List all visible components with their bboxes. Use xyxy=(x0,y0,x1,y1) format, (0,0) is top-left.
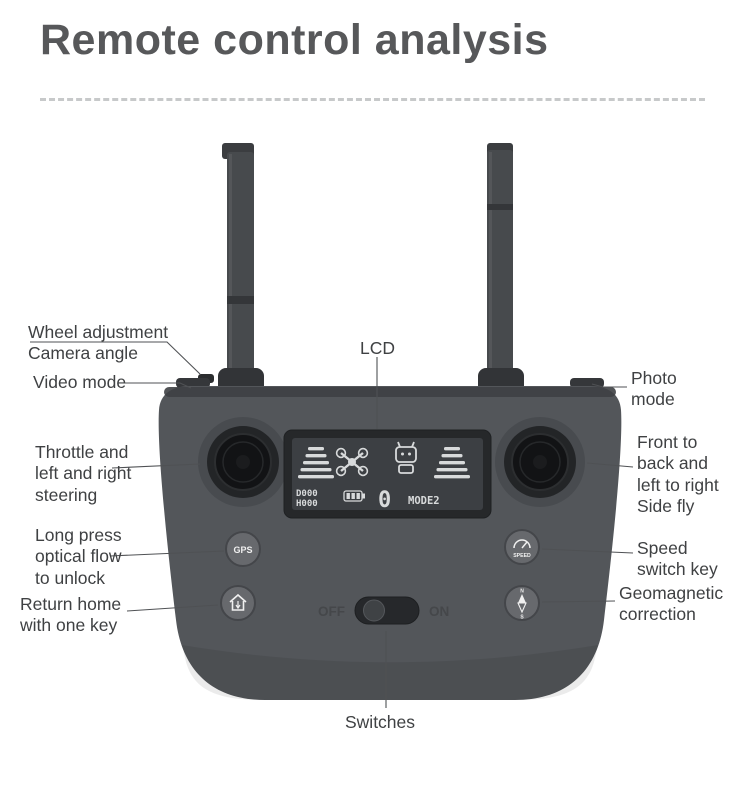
body-top-strip xyxy=(164,387,616,397)
label-geomagnetic: Geomagnetic correction xyxy=(619,583,724,625)
battery-icon xyxy=(343,490,365,502)
speed-button-label: SPEED xyxy=(513,553,531,559)
left-joystick xyxy=(198,417,288,507)
home-icon xyxy=(229,593,247,611)
callout-side-fly xyxy=(586,462,634,468)
gps-button-label: GPS xyxy=(233,545,252,555)
label-long-press: Long press optical flow to unlock xyxy=(35,525,122,588)
compass-icon: N S xyxy=(517,589,527,621)
switch-on-label: ON xyxy=(429,604,449,619)
signal-bars-left-icon xyxy=(298,447,334,479)
label-photo-mode: Photo mode xyxy=(631,368,677,410)
lcd-mode-text: MODE2 xyxy=(408,495,440,507)
lcd-distance-text: D000 xyxy=(296,489,318,499)
label-return-home: Return home with one key xyxy=(20,594,122,636)
speed-button: SPEED xyxy=(504,529,540,565)
switch-off-label: OFF xyxy=(318,604,345,619)
label-speed-switch: Speed switch key xyxy=(637,538,718,580)
callout-video-mode xyxy=(120,382,192,389)
lcd-big-digit: 0 xyxy=(378,488,391,513)
svg-text:S: S xyxy=(520,615,524,621)
power-switch: OFF ON xyxy=(318,596,449,625)
gps-button: GPS xyxy=(225,531,261,567)
drone-icon xyxy=(335,447,369,477)
dashed-divider xyxy=(40,98,705,101)
right-antenna xyxy=(487,143,513,395)
signal-bars-right-icon xyxy=(434,447,470,479)
speedometer-icon xyxy=(513,539,531,549)
label-throttle: Throttle and left and right steering xyxy=(35,442,132,505)
callout-geomagnetic xyxy=(541,600,616,603)
callout-throttle xyxy=(111,463,201,469)
page-title: Remote control analysis xyxy=(40,16,549,64)
return-home-button xyxy=(220,585,256,621)
callout-photo-mode xyxy=(591,383,627,388)
lcd-height-text: H000 xyxy=(296,499,318,509)
switch-knob xyxy=(363,599,385,622)
geomagnetic-button: N S xyxy=(504,585,540,621)
left-antenna xyxy=(222,143,254,395)
label-side-fly: Front to back and left to right Side fly xyxy=(637,432,719,517)
callout-lines xyxy=(30,341,634,708)
label-lcd: LCD xyxy=(360,338,396,358)
callout-wheel-adjustment xyxy=(30,341,201,375)
label-wheel-adjustment: Wheel adjustment Camera angle xyxy=(28,322,169,364)
svg-text:N: N xyxy=(520,589,524,595)
callout-long-press xyxy=(109,550,225,557)
body-bottom-shade xyxy=(182,645,598,700)
label-video-mode: Video mode xyxy=(33,372,127,392)
right-joystick xyxy=(495,417,585,507)
callout-return-home xyxy=(126,604,219,612)
lcd-screen: D000 H000 0 MODE2 xyxy=(283,429,492,519)
label-switches: Switches xyxy=(345,712,416,732)
robot-icon xyxy=(395,441,417,474)
callout-speed-switch xyxy=(541,548,634,554)
